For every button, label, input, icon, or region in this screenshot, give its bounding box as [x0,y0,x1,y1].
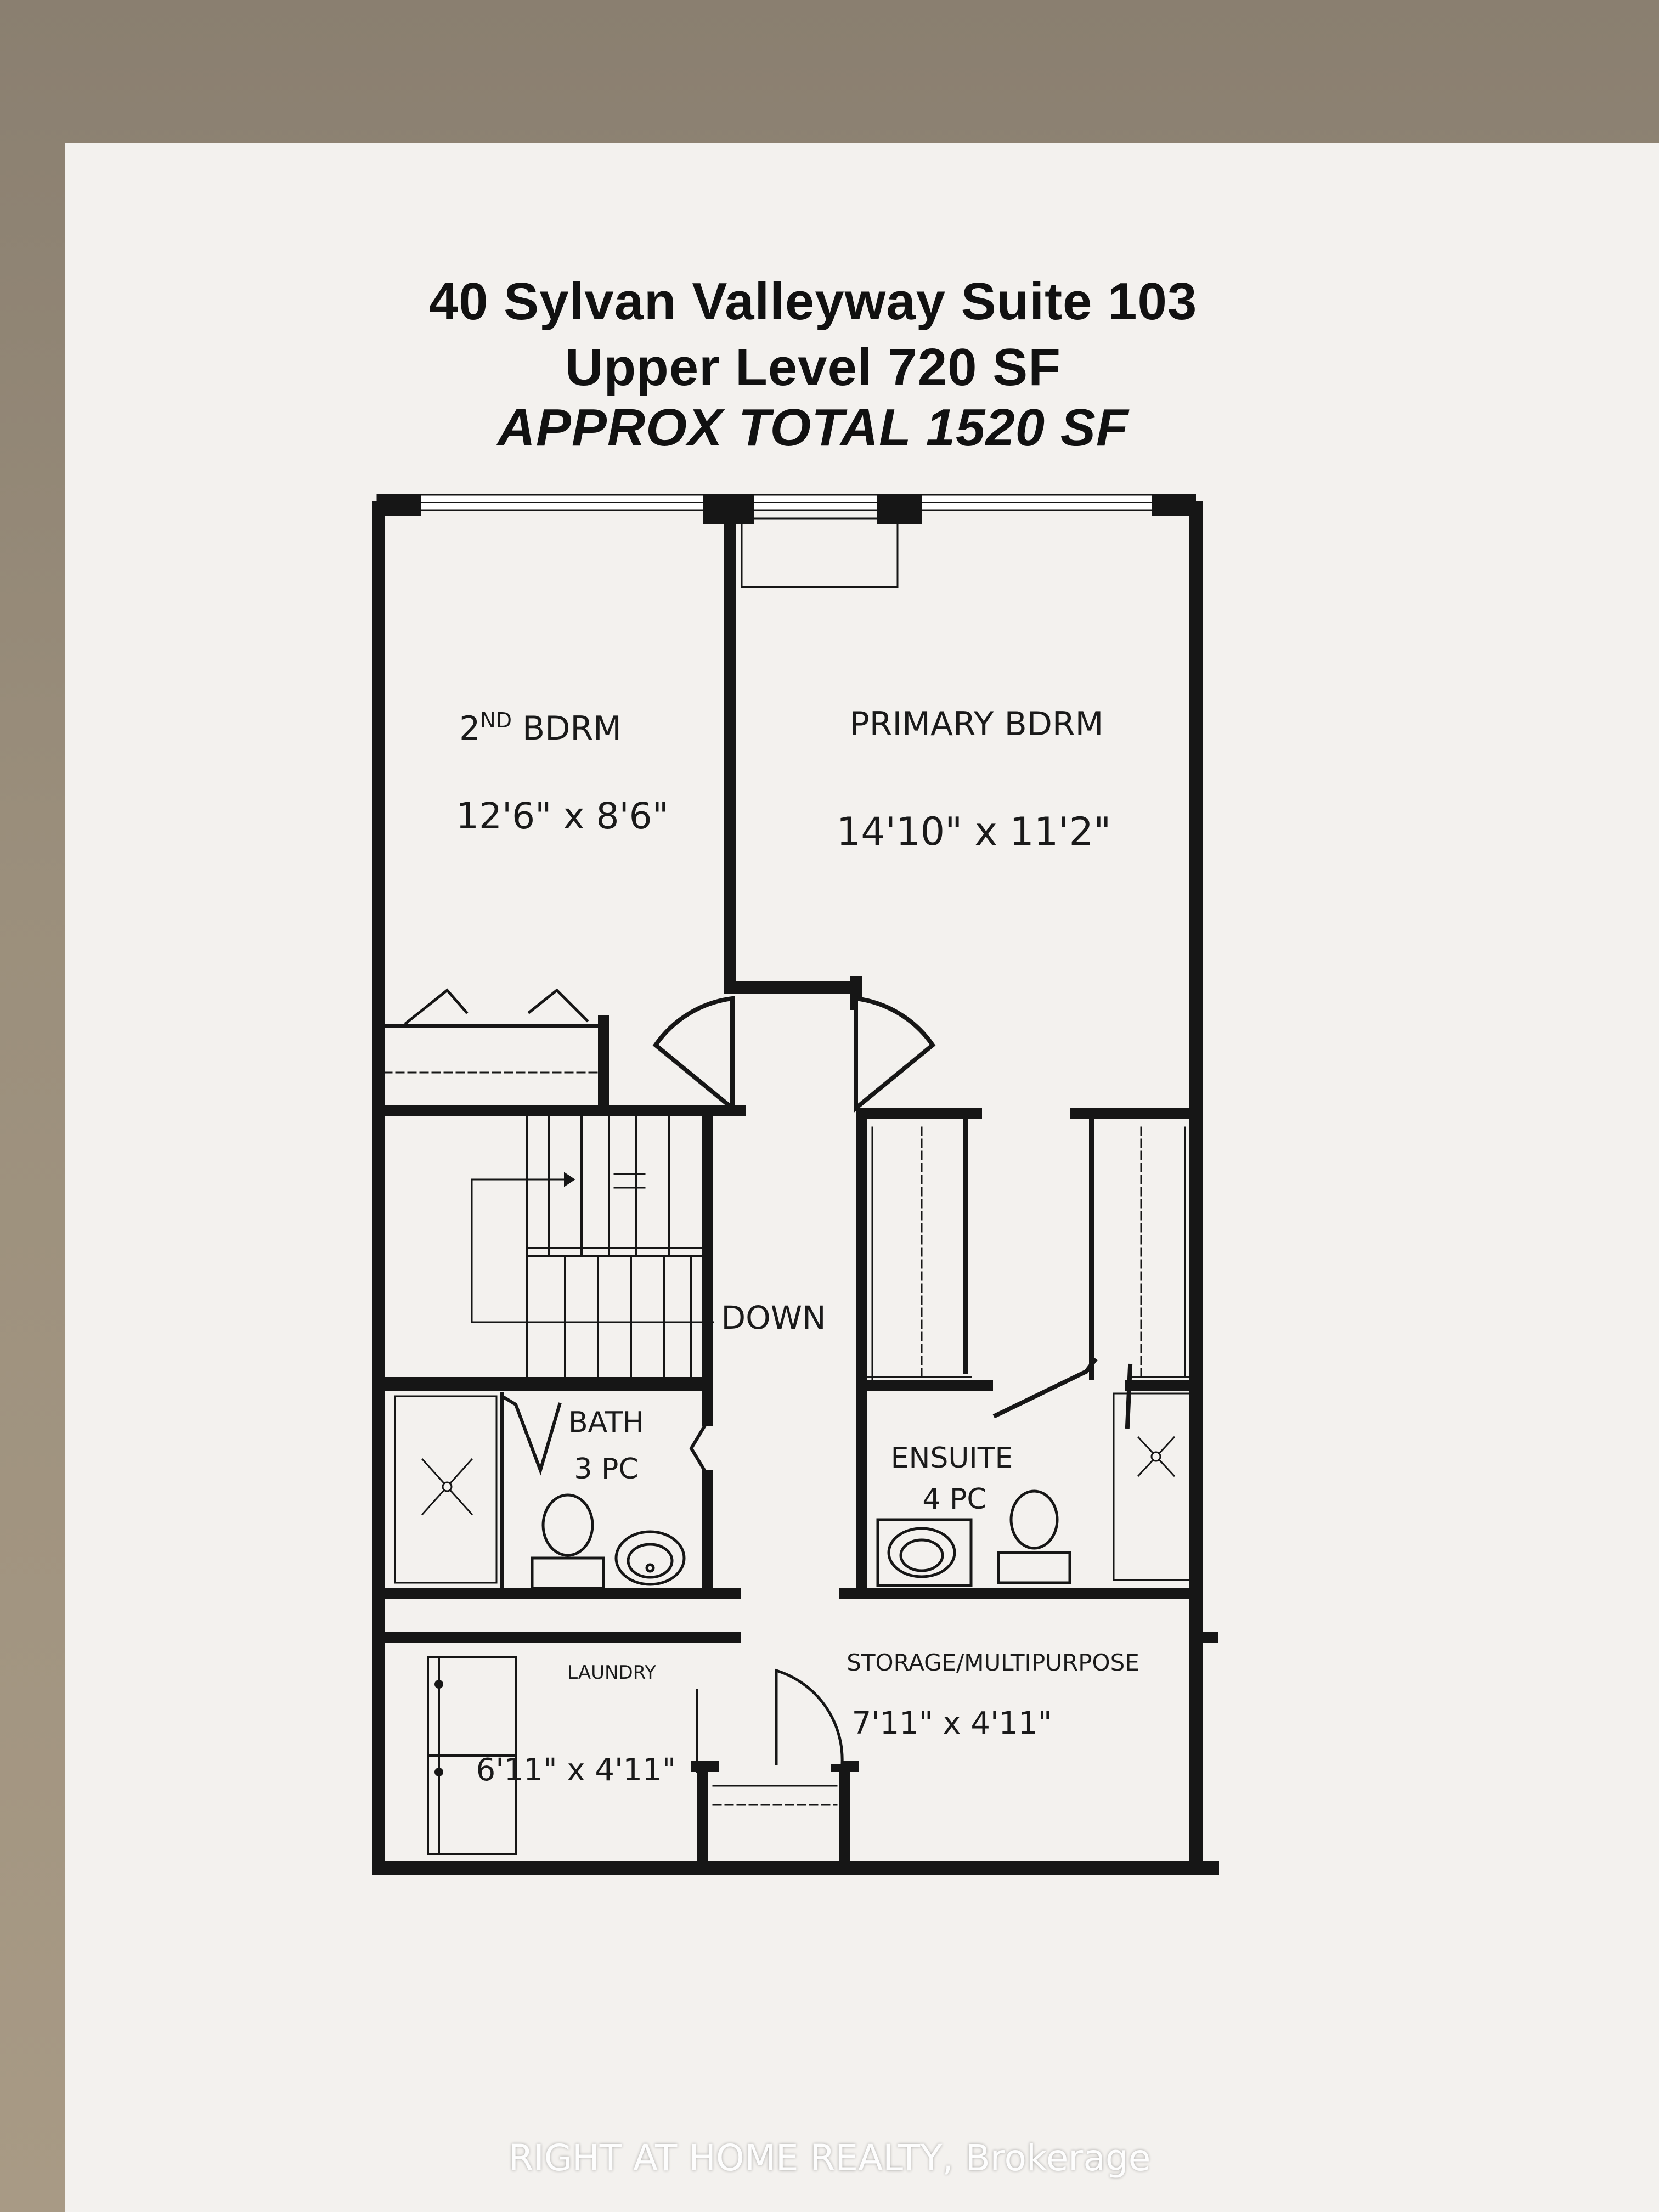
level-title: Upper Level 720 SF [565,338,1061,397]
primary-bedroom-dimensions: 14'10" x 11'2" [837,809,1111,854]
second-bedroom-closet [382,988,609,1111]
stairs-down-label: DOWN [721,1299,826,1336]
ensuite-sink [876,1518,973,1587]
storage-label: STORAGE/MULTIPURPOSE 7'11" x 4'11" [847,1649,1139,1741]
primary-bedroom-label: PRIMARY BDRM 14'10" x 11'2" [837,705,1111,854]
brokerage-watermark: RIGHT AT HOME REALTY, Brokerage [508,2137,1151,2179]
lower-walls [373,1588,1218,1871]
ensuite-label: ENSUITE 4 PC [891,1442,1013,1516]
window-wall [376,494,1196,524]
address-title: 40 Sylvan Valleyway Suite 103 [428,272,1198,331]
ensuite-walls [861,1380,1201,1599]
laundry-name: LAUNDRY [567,1662,656,1684]
laundry-dimensions: 6'11" x 4'11" [476,1752,676,1788]
ensuite-type: 4 PC [922,1483,986,1516]
total-area-title: APPROX TOTAL 1520 SF [497,398,1129,457]
second-bedroom-prefix: 2 [459,709,480,748]
bath-shower [394,1395,498,1584]
bath-walls [373,1380,741,1599]
laundry-appliances [427,1656,698,1855]
ensuite-name: ENSUITE [891,1442,1013,1475]
second-bedroom-suffix: BDRM [512,709,622,748]
storage-name: STORAGE/MULTIPURPOSE [847,1649,1139,1676]
closet-bump [741,517,899,588]
stairs [471,1115,714,1378]
second-bedroom-sup: ND [480,708,512,732]
laundry-label: LAUNDRY 6'11" x 4'11" [476,1662,676,1788]
primary-closet [866,1111,1197,1429]
bath-label: BATH 3 PC [568,1406,644,1486]
ensuite-shower [1113,1392,1194,1581]
ensuite-toilet [997,1489,1071,1584]
second-bedroom-dimensions: 12'6" x 8'6" [456,795,669,837]
bath-type: 3 PC [574,1453,638,1486]
bath-door [499,1393,562,1476]
svg-text:2ND BDRM: 2ND BDRM [459,708,622,748]
hall-double-door [652,996,936,1113]
storage-door [712,1668,844,1806]
storage-dimensions: 7'11" x 4'11" [852,1706,1052,1741]
primary-bedroom-name: PRIMARY BDRM [850,705,1104,743]
bath-toilet [531,1493,605,1590]
bath-name: BATH [568,1406,644,1439]
second-bedroom-label: 2ND BDRM 12'6" x 8'6" [456,708,669,837]
bath-sink [614,1530,686,1586]
